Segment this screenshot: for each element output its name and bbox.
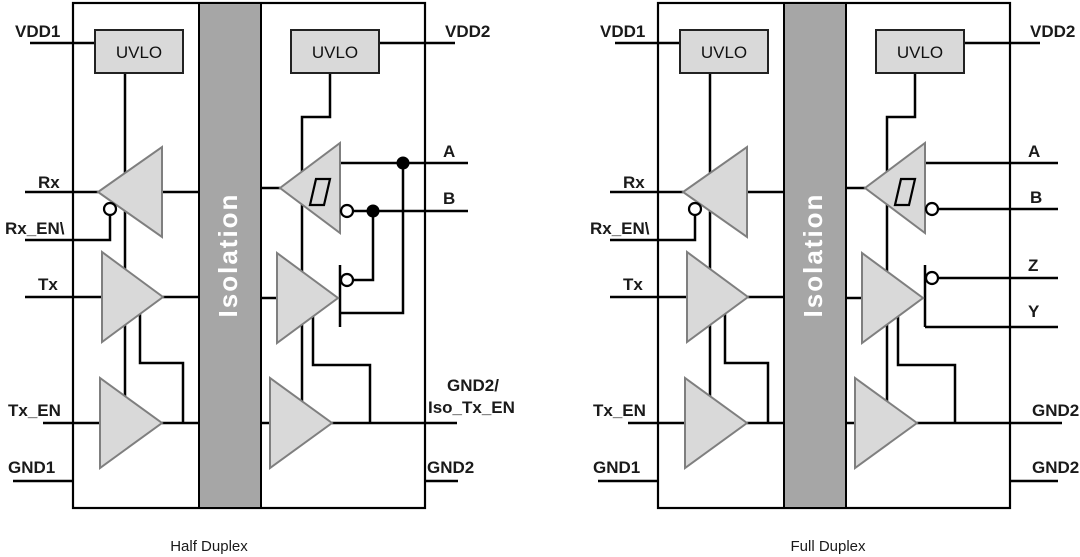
inversion-bubble [924, 270, 940, 286]
uvlo-label: UVLO [312, 43, 358, 62]
pin-label-a: A [443, 142, 455, 161]
tx-input-buffer-triangle [101, 250, 165, 344]
pin-label-vdd1: VDD1 [15, 22, 60, 41]
uvlo-block-1 [679, 29, 769, 74]
wire [610, 215, 697, 242]
junction-dot [366, 204, 380, 218]
pin-label-rx: Rx [623, 173, 645, 192]
isolation-barrier [198, 2, 262, 509]
hysteresis-icon [893, 177, 917, 207]
pin-label-rx: Rx [38, 173, 60, 192]
uvlo-block-1 [94, 29, 184, 74]
bus-receiver-triangle [278, 141, 341, 235]
pin-label-tx: Tx [38, 275, 58, 294]
inversion-bubble [339, 203, 355, 219]
pin-label-gnd2: GND2 [1032, 458, 1079, 477]
pin-label-b: B [443, 189, 455, 208]
bus-receiver-triangle [863, 141, 926, 235]
pin-label-gnd2: GND2 [427, 458, 474, 477]
pin-label-y: Y [1028, 302, 1040, 321]
bus-driver-triangle [276, 251, 340, 345]
inversion-bubble [102, 201, 118, 217]
pin-label-gnd2: GND2/ [447, 376, 499, 395]
pin-label-tx-en: Tx_EN [8, 401, 61, 420]
tx-input-buffer-triangle [686, 250, 750, 344]
wire [896, 302, 957, 423]
isolation-label: Isolation [798, 193, 828, 318]
inversion-bubble [339, 272, 355, 288]
diagram-caption-half-duplex: Half Duplex [170, 538, 248, 555]
rx-output-buffer-triangle [96, 145, 163, 239]
pin-label-gnd2: GND2 [1032, 401, 1079, 420]
txen-output-buffer-triangle [854, 376, 919, 470]
pin-label-vdd1: VDD1 [600, 22, 645, 41]
wire [300, 73, 332, 402]
txen-output-buffer-triangle [269, 376, 334, 470]
txen-input-buffer-triangle [684, 376, 749, 470]
pin-label-iso-tx-en: Iso_Tx_EN [428, 398, 515, 417]
inversion-bubble [687, 201, 703, 217]
txen-input-buffer-triangle [99, 376, 164, 470]
inversion-bubble [924, 201, 940, 217]
pin-label-vdd2: VDD2 [445, 22, 490, 41]
uvlo-block-2 [875, 29, 965, 74]
uvlo-label: UVLO [897, 43, 943, 62]
isolation-barrier [783, 2, 847, 509]
isolation-label: Isolation [213, 193, 243, 318]
pin-label-vdd2: VDD2 [1030, 22, 1075, 41]
diagram-caption-full-duplex: Full Duplex [790, 538, 866, 555]
pin-label-rx-en: Rx_EN\ [590, 219, 650, 238]
pin-label-gnd1: GND1 [593, 458, 640, 477]
wire [311, 302, 372, 423]
bus-driver-triangle [861, 251, 925, 345]
wire [885, 73, 917, 402]
pin-label-z: Z [1028, 256, 1038, 275]
uvlo-label: UVLO [116, 43, 162, 62]
wire [138, 300, 185, 423]
wire [340, 163, 405, 315]
uvlo-block-2 [290, 29, 380, 74]
junction-dot [396, 156, 410, 170]
pin-label-gnd1: GND1 [8, 458, 55, 477]
hysteresis-icon [308, 177, 332, 207]
pin-label-tx: Tx [623, 275, 643, 294]
wire [353, 211, 375, 282]
uvlo-label: UVLO [701, 43, 747, 62]
pin-label-tx-en: Tx_EN [593, 401, 646, 420]
pin-label-a: A [1028, 142, 1040, 161]
pin-label-b: B [1030, 188, 1042, 207]
wire [723, 300, 770, 423]
pin-label-rx-en: Rx_EN\ [5, 219, 65, 238]
rx-output-buffer-triangle [681, 145, 748, 239]
wire [25, 215, 112, 242]
